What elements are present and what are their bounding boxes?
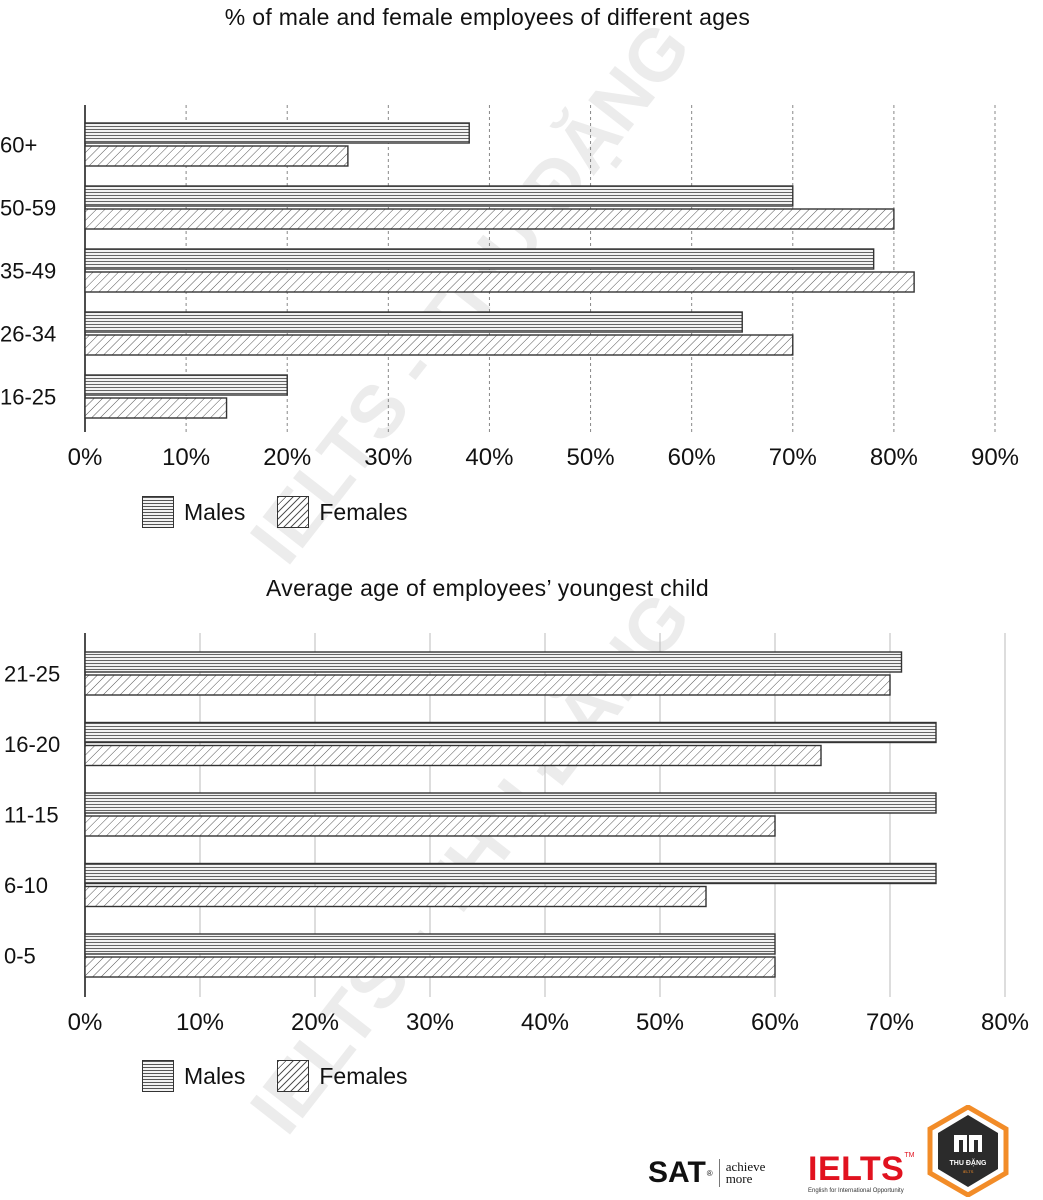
bar-male-60+ [84,122,470,144]
legend-item-females: Females [277,1060,408,1092]
bar-male-35-49 [84,248,875,270]
badge-text: THU ĐẶNG [950,1158,987,1167]
chart2-title: Average age of employees’ youngest child [266,575,709,601]
legend-swatch-females [277,1060,310,1092]
category-label: 16-20 [4,732,60,757]
x-tick-label: 40% [521,1009,569,1036]
ielts-trademark: TM [904,1152,915,1159]
bar-female-50-59 [84,208,895,230]
bar-male-6-10 [84,862,937,885]
x-tick-label: 10% [176,1009,224,1036]
legend-item-males: Males [142,496,245,528]
category-label: 21-25 [4,662,60,687]
legend-label-females: Females [319,498,408,525]
x-tick-label: 60% [668,444,716,471]
x-tick-label: 30% [406,1009,454,1036]
legend-label-females: Females [319,1062,408,1089]
x-tick-label: 70% [866,1009,914,1036]
bar-female-60+ [84,145,349,167]
legend-item-males: Males [142,1060,245,1092]
ielts-logo: IELTSTM English for International Opport… [808,1152,914,1194]
chart2-legend: Males Females [142,1060,440,1092]
sat-registered-mark: ® [706,1168,713,1178]
category-label: 6-10 [4,873,48,898]
x-tick-label: 50% [636,1009,684,1036]
x-tick-label: 60% [751,1009,799,1036]
chart1-title: % of male and female employees of differ… [224,4,751,30]
x-tick-label: 40% [465,444,513,471]
category-label: 60+ [0,133,37,158]
legend-label-males: Males [184,1062,246,1089]
x-tick-label: 70% [769,444,817,471]
legend-swatch-males [142,1060,174,1092]
chart1-plot: 60+ 50-59 35-49 26-34 16-25 0% 10% 20% 30% 40% 50%… [0,105,1019,471]
bar-female-21-25 [84,674,891,696]
sat-tagline-line2: more [725,1171,753,1186]
book-icon [954,1135,982,1152]
x-tick-label: 80% [981,1009,1029,1036]
category-label: 50-59 [0,196,56,221]
bar-male-26-34 [84,311,743,333]
sat-wordmark: SAT [648,1156,706,1189]
x-tick-label: 0% [68,444,103,471]
chart1-legend: Males Females [142,496,440,528]
bar-male-11-15 [84,792,937,814]
bar-male-21-25 [84,651,903,673]
bar-female-0-5 [84,956,776,978]
sat-separator [718,1159,720,1187]
sat-logo: SAT ® achieve more [648,1156,765,1190]
bar-male-16-20 [84,721,937,744]
bar-female-11-15 [84,815,776,837]
ielts-wordmark: IELTS [808,1150,905,1188]
bar-male-16-25 [84,374,288,396]
legend-label-males: Males [184,498,246,525]
legend-swatch-females [277,496,310,528]
bar-female-6-10 [84,885,707,908]
x-tick-label: 50% [567,444,615,471]
legend-item-females: Females [277,496,408,528]
legend-swatch-males [142,496,174,528]
bar-female-16-20 [84,744,822,767]
chart2-plot: 21-25 16-20 11-15 6-10 0-5 0% 10% 20% 30% 40% 50% 6… [4,633,1029,1036]
x-tick-label: 0% [68,1009,103,1036]
sat-tagline-line1: achieve [725,1159,766,1174]
badge-subtext: IELTS [963,1169,974,1174]
ielts-subtitle: English for International Opportunity [808,1188,904,1194]
bar-female-16-25 [84,397,228,419]
x-tick-label: 10% [162,444,210,471]
x-tick-label: 80% [870,444,918,471]
category-label: 11-15 [4,803,59,828]
sat-tagline: achieve more [725,1159,766,1186]
category-label: 0-5 [4,944,36,969]
bar-male-50-59 [84,185,794,207]
x-tick-label: 20% [263,444,311,471]
bar-male-0-5 [84,933,776,955]
category-label: 16-25 [0,385,56,410]
bar-female-26-34 [84,334,794,356]
x-tick-label: 20% [291,1009,339,1036]
bar-female-35-49 [84,271,915,293]
category-label: 26-34 [0,322,56,347]
thu-dang-badge-logo: THU ĐẶNG IELTS [927,1105,1009,1197]
x-tick-label: 90% [971,444,1019,471]
x-tick-label: 30% [364,444,412,471]
category-label: 35-49 [0,259,56,284]
